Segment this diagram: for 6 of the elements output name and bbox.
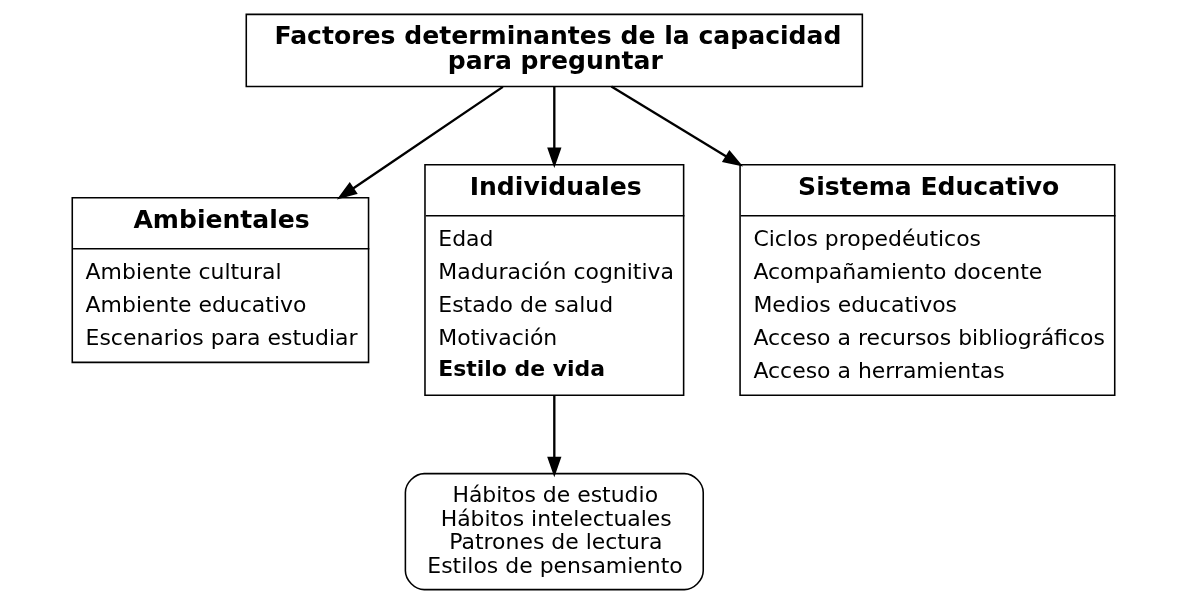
arrow (547, 395, 562, 478)
arrow (547, 86, 562, 168)
node-box: Factores determinantes de la capacidad para preguntar (245, 13, 864, 88)
arrow (610, 85, 744, 167)
node-box: Hábitos de estudio Hábitos intelectuales Patrones de lectura Estilos de pensamiento (404, 472, 704, 591)
arrow (336, 85, 504, 200)
